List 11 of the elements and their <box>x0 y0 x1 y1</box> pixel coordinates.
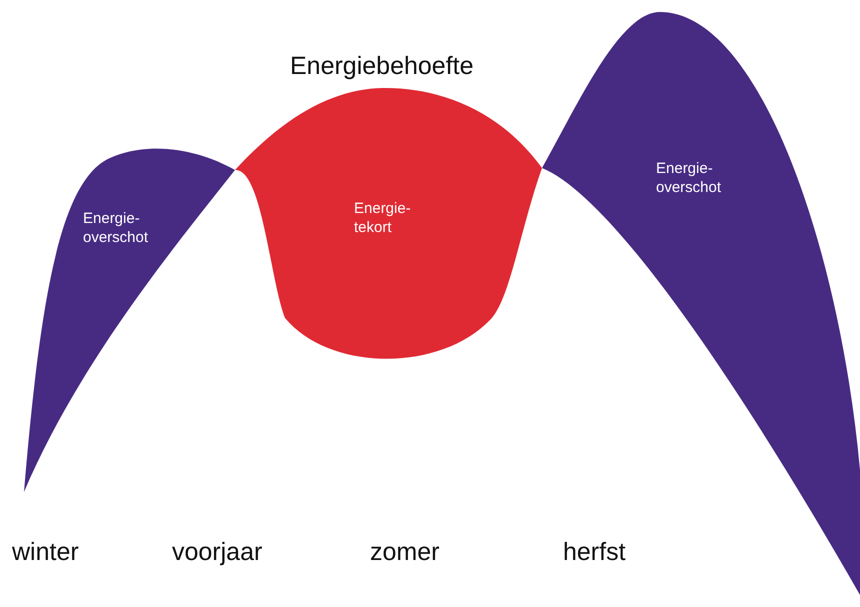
area-label: Energie- tekort <box>354 199 412 237</box>
curve-title: Energiebehoefte <box>290 52 474 81</box>
season-label: herfst <box>563 538 626 567</box>
season-label: winter <box>12 538 79 567</box>
season-label: voorjaar <box>172 538 262 567</box>
energy-area <box>235 88 542 359</box>
area-label: Energie- overschot <box>656 159 722 197</box>
season-label: zomer <box>370 538 440 567</box>
area-label: Energie- overschot <box>83 209 150 247</box>
energy-area <box>24 148 235 492</box>
energy-area <box>542 12 860 595</box>
